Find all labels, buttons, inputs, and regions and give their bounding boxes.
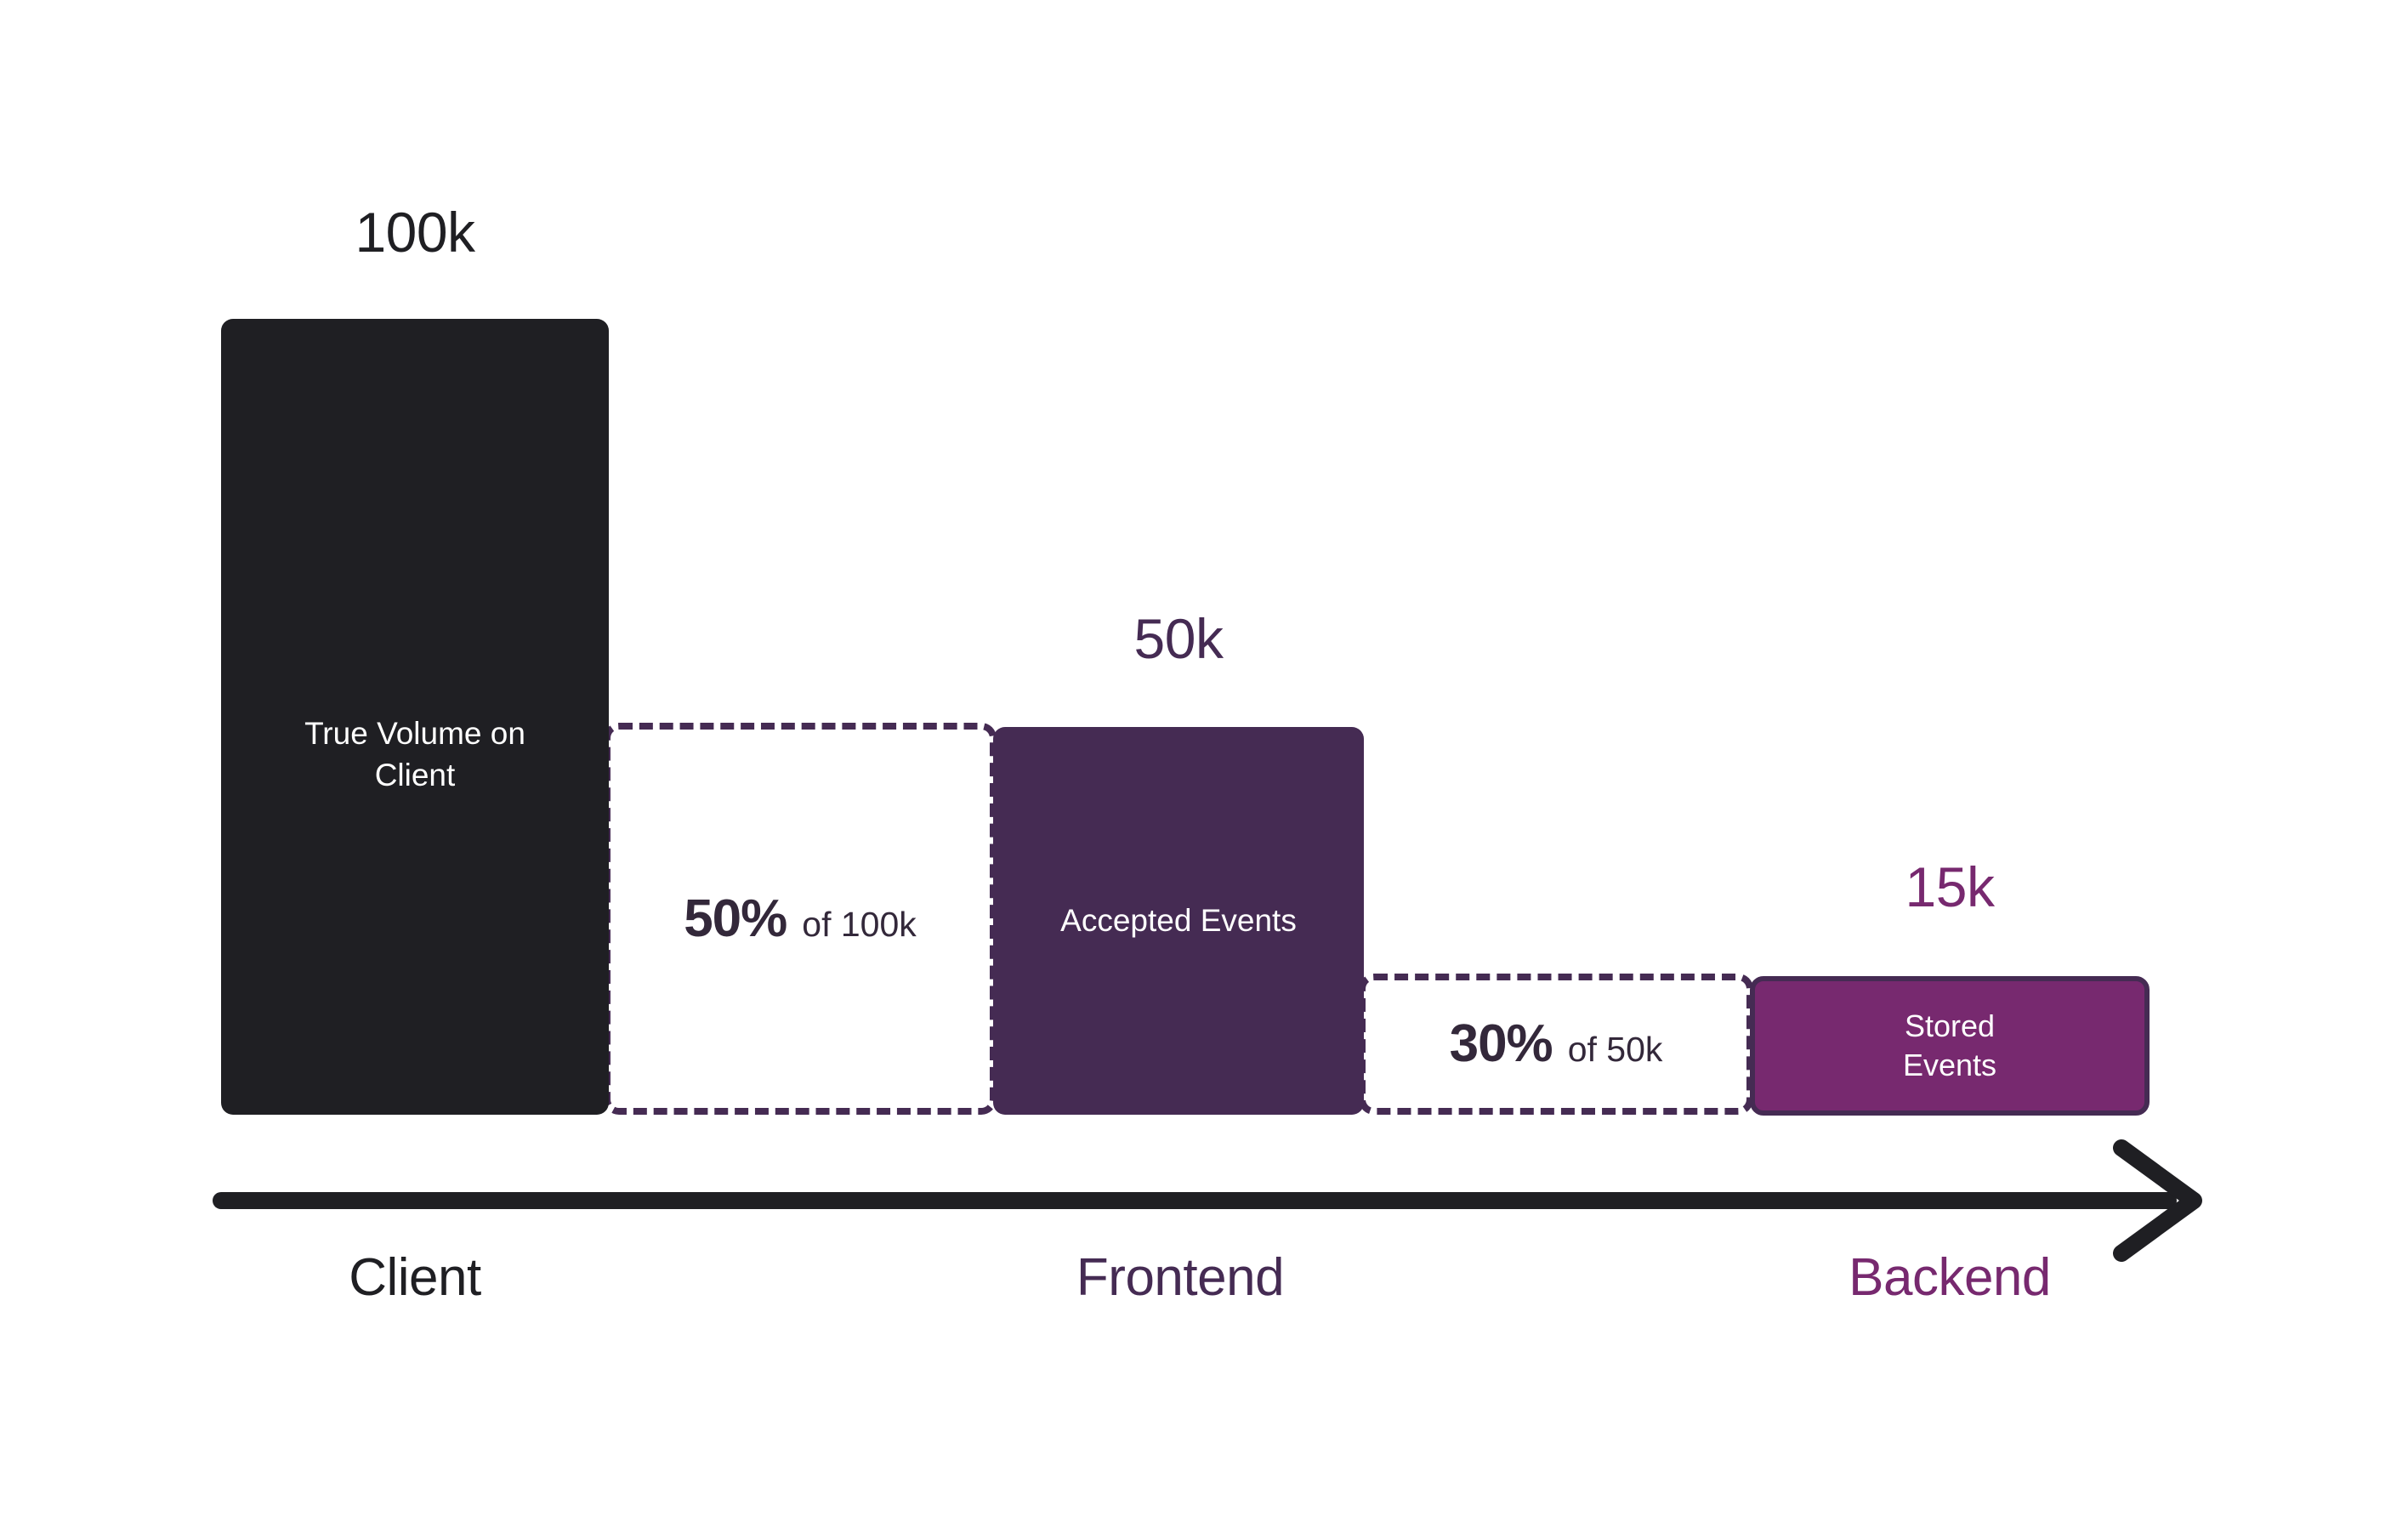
axis-label-client: Client	[349, 1248, 481, 1307]
value-label-frontend: 50k	[1133, 607, 1224, 670]
arrowhead-icon	[2113, 1139, 2202, 1262]
bar-label-backend: Stored Events	[1884, 1007, 2015, 1085]
axis-arrow	[213, 1139, 2202, 1262]
dropoff-base-frontend-backend: of 50k	[1567, 1030, 1663, 1069]
bar-frontend: Accepted Events	[993, 727, 1364, 1115]
dropoff-box-client-frontend: 50% of 100k	[604, 723, 997, 1115]
dropoff-percent-client-frontend: 50%	[684, 889, 787, 948]
axis-label-frontend: Frontend	[1076, 1248, 1285, 1307]
bar-label-backend-line2: Events	[1902, 1048, 1997, 1082]
bar-label-client: True Volume on Client	[286, 713, 544, 796]
dropoff-box-frontend-backend: 30% of 50k	[1359, 974, 1753, 1115]
value-label-client: 100k	[355, 201, 475, 264]
value-label-backend: 15k	[1905, 855, 1995, 918]
bar-label-frontend: Accepted Events	[1060, 903, 1297, 939]
dropoff-percent-frontend-backend: 30%	[1449, 1014, 1553, 1073]
dropoff-text-client-frontend: 50% of 100k	[684, 889, 917, 948]
bar-backend: Stored Events	[1750, 976, 2150, 1116]
bar-client: True Volume on Client	[221, 319, 609, 1115]
bar-label-client-line1: True Volume on	[304, 715, 525, 751]
dropoff-base-client-frontend: of 100k	[802, 904, 917, 944]
axis-label-backend: Backend	[1849, 1248, 2051, 1307]
bar-label-client-line2: Client	[374, 758, 456, 792]
bar-label-backend-line1: Stored	[1904, 1008, 1996, 1043]
dropoff-text-frontend-backend: 30% of 50k	[1450, 1018, 1663, 1071]
